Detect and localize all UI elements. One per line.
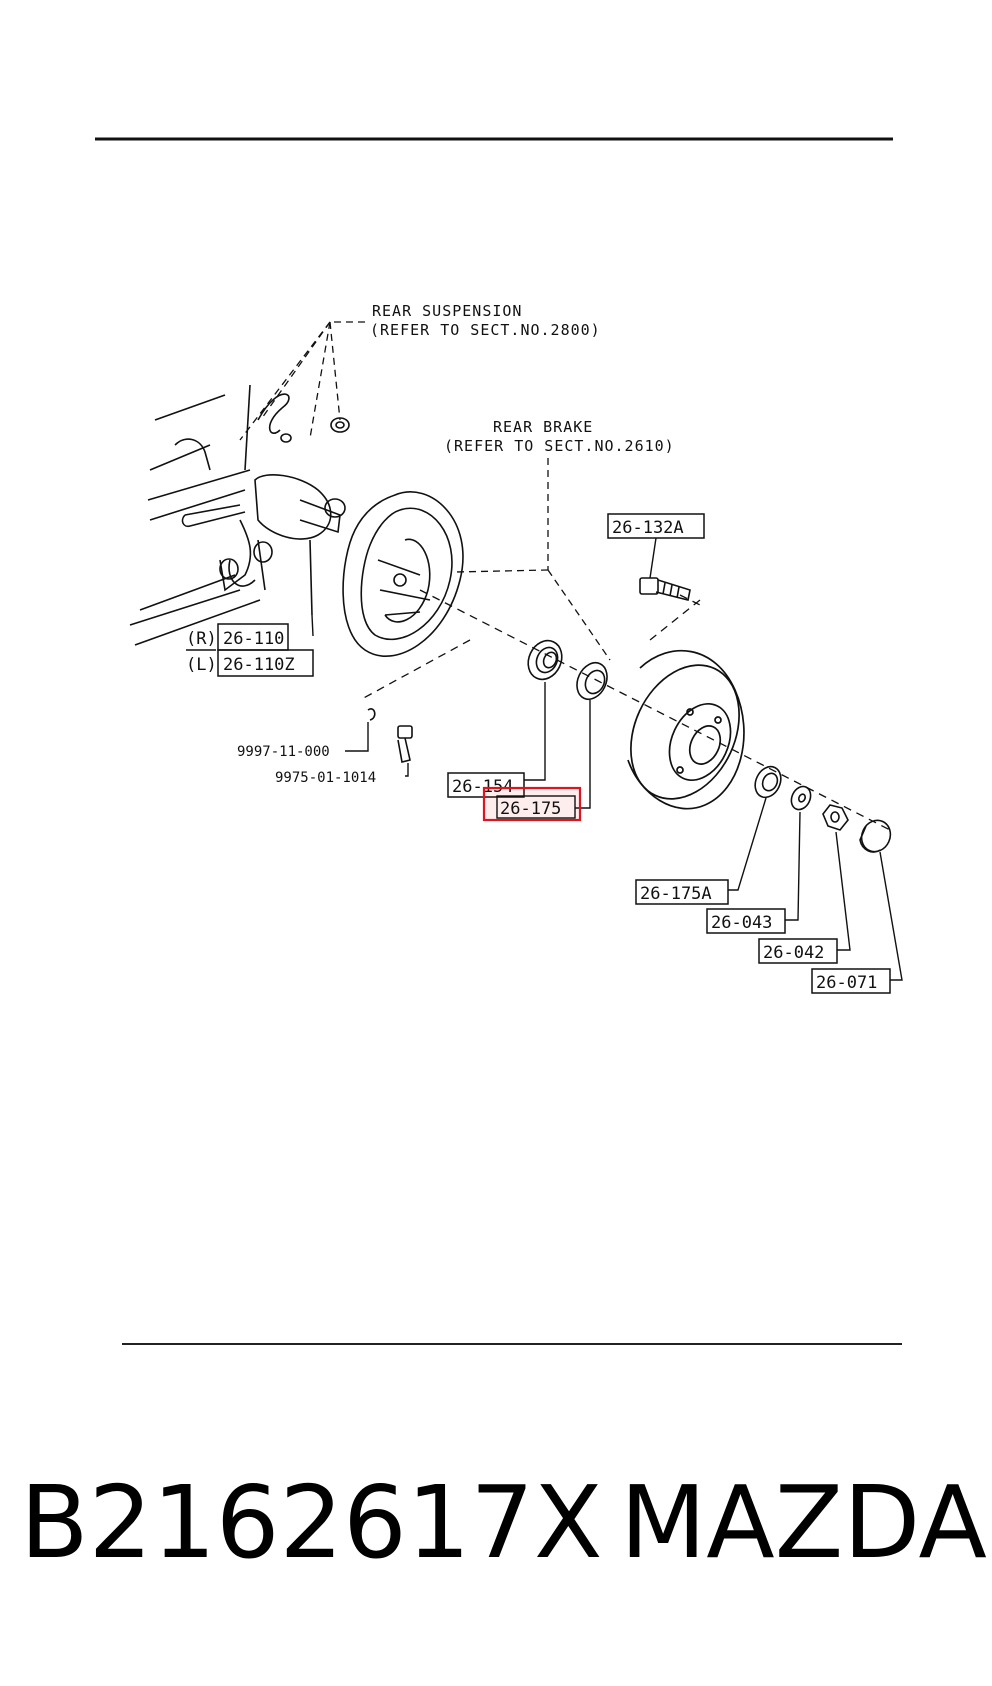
bearing-26-175A (754, 765, 782, 799)
part-number-text: B2162617X (20, 1464, 603, 1581)
lock-nut-26-042 (822, 804, 849, 831)
rear-axle-assembly (129, 384, 350, 646)
bearing-26-175 (576, 661, 608, 701)
label-leaders (311, 537, 903, 981)
assembly-axis (359, 589, 891, 831)
label-9975-01-1014: 9975-01-1014 (275, 770, 376, 786)
label-side-r: (R) (186, 629, 217, 649)
grease-cap-26-071 (859, 819, 892, 853)
label-26-110: 26-110 (223, 629, 284, 649)
stud-bolt-26-132A (639, 577, 691, 601)
box-26-042 (758, 938, 838, 964)
label-26-132A: 26-132A (612, 518, 684, 538)
label-26-175A: 26-175A (640, 884, 712, 904)
rear-suspension-leaders (239, 321, 365, 441)
box-26-175A (635, 879, 729, 905)
box-26-071 (811, 968, 891, 994)
rear-brake-note-line2: (REFER TO SECT.NO.2610) (444, 437, 675, 455)
label-26-071: 26-071 (816, 973, 877, 993)
label-26-175: 26-175 (500, 799, 561, 819)
brake-drum (627, 649, 745, 810)
bolt-9975-01-1014 (397, 725, 413, 763)
brake-backing-plate (342, 491, 464, 657)
product-caption: B2162617X MAZDA (20, 1464, 987, 1581)
oil-seal-26-154 (527, 639, 563, 681)
rear-suspension-note-line2: (REFER TO SECT.NO.2800) (370, 321, 601, 339)
rear-brake-note-line1: REAR BRAKE (493, 418, 593, 436)
box-26-154 (447, 772, 525, 798)
washer-26-043 (790, 785, 812, 811)
rear-brake-leaders (454, 458, 611, 661)
box-26-110Z (217, 649, 314, 677)
label-26-154: 26-154 (452, 777, 513, 797)
rear-suspension-note-line1: REAR SUSPENSION (372, 302, 522, 320)
brand-text: MAZDA (620, 1464, 987, 1581)
clip-9997-11-000 (367, 708, 376, 721)
label-26-043: 26-043 (711, 913, 772, 933)
label-26-110Z: 26-110Z (223, 655, 295, 675)
label-side-l: (L) (186, 655, 217, 675)
box-26-175 (496, 795, 576, 819)
label-boxes (217, 513, 891, 994)
box-26-043 (706, 908, 786, 934)
label-9997-11-000: 9997-11-000 (237, 744, 330, 760)
label-26-042: 26-042 (763, 943, 824, 963)
highlight-frame (482, 786, 582, 822)
